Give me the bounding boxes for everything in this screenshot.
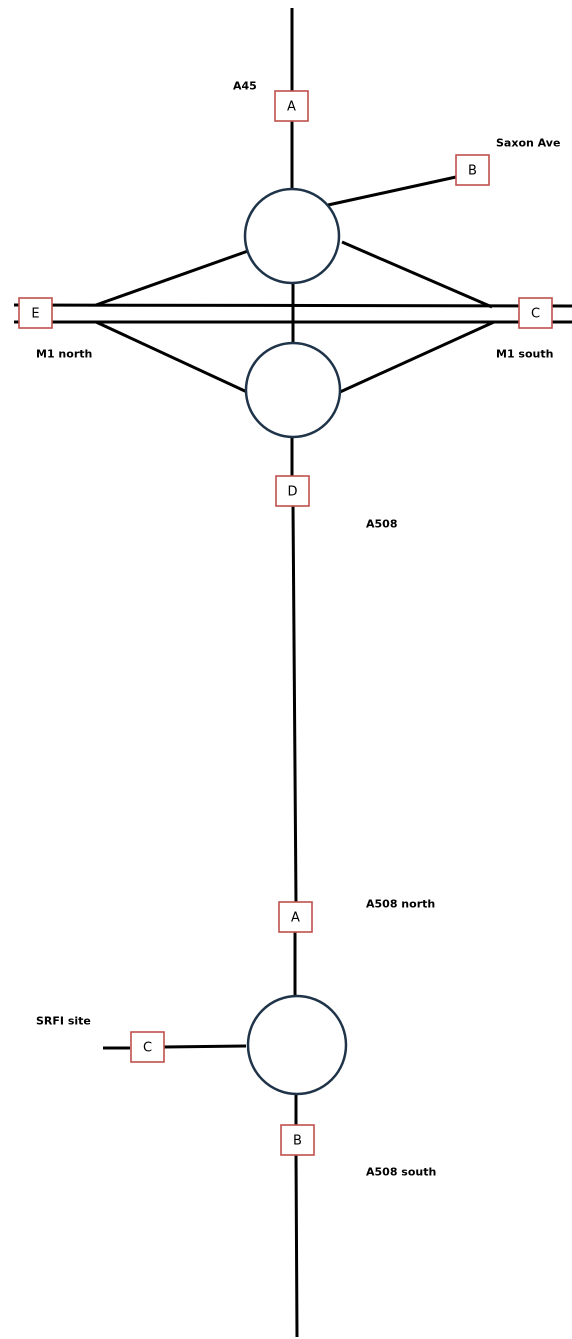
label-m1-north: M1 north <box>36 348 92 361</box>
label-a508-north: A508 north <box>366 898 435 911</box>
label-a45: A45 <box>233 80 257 93</box>
slip-road-sw <box>95 320 248 394</box>
arm-marker-bottom-c: C <box>130 1031 165 1063</box>
road-m1-carriageway-upper <box>13 303 572 308</box>
label-m1-south: M1 south <box>496 348 553 361</box>
label-saxon-ave: Saxon Ave <box>496 137 560 150</box>
label-srfi-site: SRFI site <box>36 1015 91 1028</box>
slip-road-ne <box>341 240 493 309</box>
arm-marker-top-e: E <box>18 297 53 329</box>
road-network <box>13 8 572 1338</box>
road-a508-south <box>294 1152 299 1338</box>
slip-road-nw <box>95 249 249 307</box>
svg-text:B: B <box>468 164 477 179</box>
road-saxon-ave <box>327 175 457 207</box>
arm-marker-top-d: D <box>275 475 310 507</box>
arm-marker-top-a: A <box>274 90 309 122</box>
svg-text:E: E <box>31 307 39 322</box>
roundabout-south <box>244 341 342 439</box>
arm-marker-top-b: B <box>455 154 490 186</box>
road-a508 <box>291 504 298 905</box>
svg-text:A: A <box>287 100 296 115</box>
roundabout-a508 <box>246 994 348 1096</box>
roundabout-north <box>243 187 341 285</box>
arm-marker-bottom-a: A <box>278 901 313 933</box>
road-srfi-site <box>163 1044 247 1049</box>
label-a508: A508 <box>366 518 397 531</box>
svg-text:B: B <box>293 1134 302 1149</box>
label-a508-south: A508 south <box>366 1166 436 1179</box>
svg-text:C: C <box>531 307 540 322</box>
arm-marker-bottom-b: B <box>280 1124 315 1156</box>
svg-text:D: D <box>287 485 297 500</box>
svg-text:A: A <box>291 911 300 926</box>
svg-text:C: C <box>143 1041 152 1056</box>
slip-road-se <box>339 320 495 394</box>
roundabouts <box>243 187 348 1096</box>
arm-marker-top-c: C <box>518 297 553 329</box>
